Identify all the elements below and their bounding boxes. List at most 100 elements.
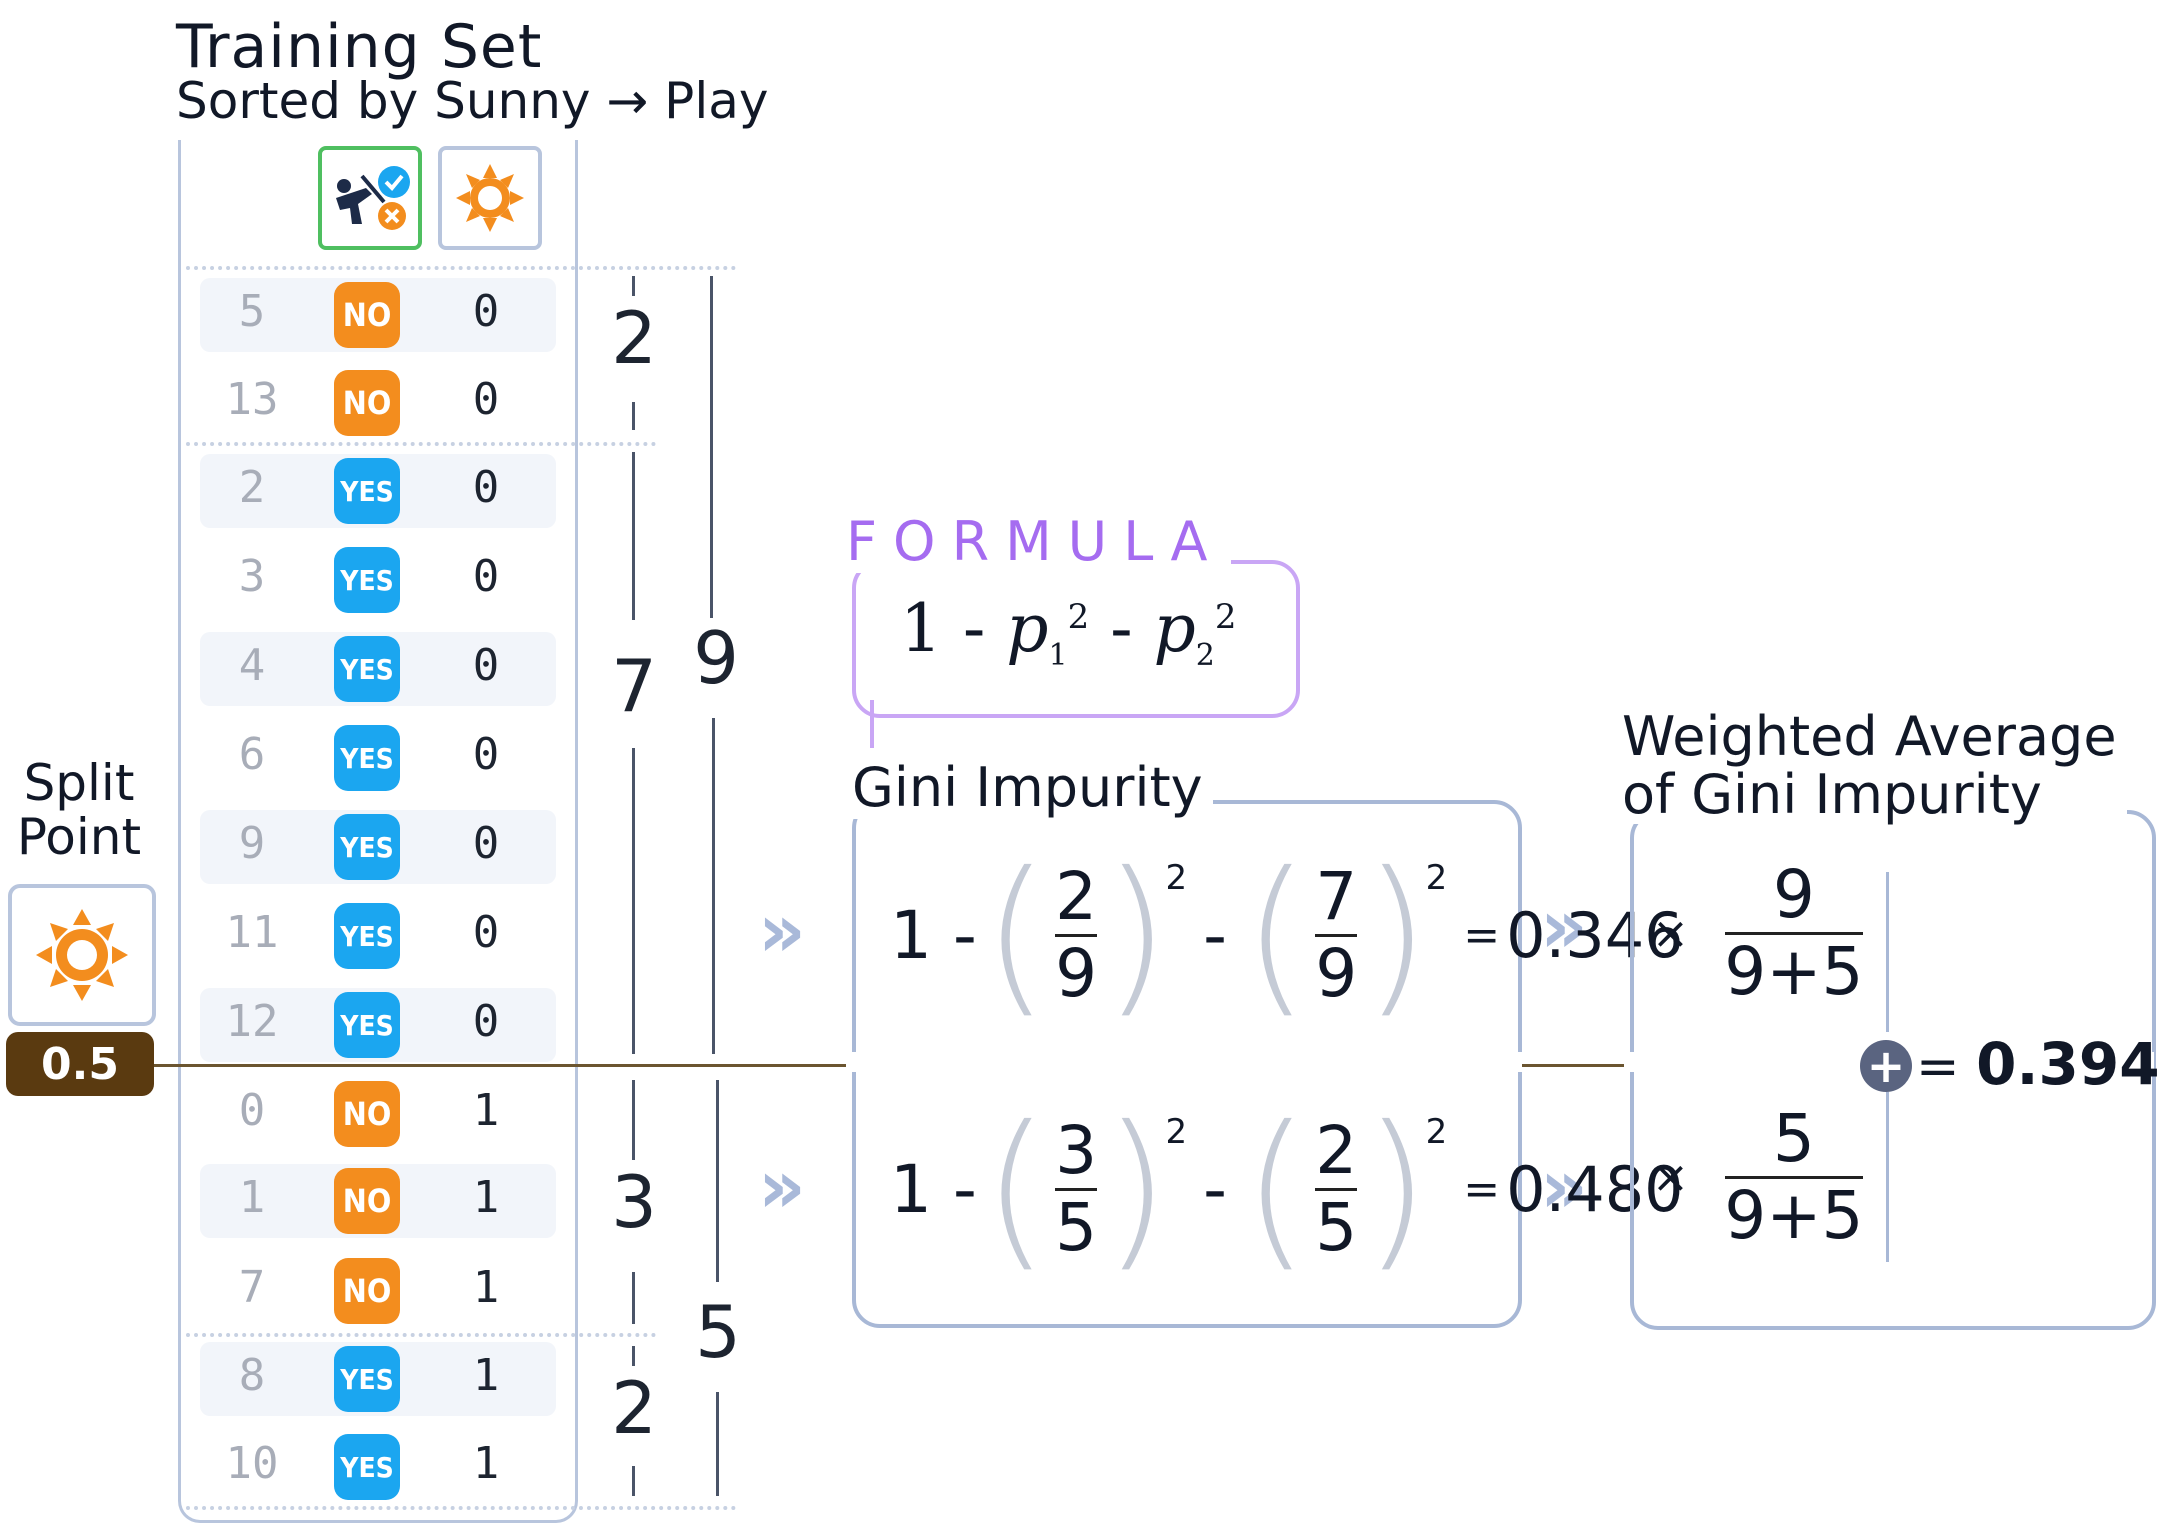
gini-top-result: 0.346 xyxy=(1506,898,1684,972)
sunny-value: 1 xyxy=(472,1085,500,1136)
gini-box-gap xyxy=(846,1052,1522,1072)
exponent: 2 xyxy=(1165,1112,1188,1152)
sunny-value: 0 xyxy=(472,374,500,425)
paren-close: ) xyxy=(1103,1090,1170,1288)
count-top-yes: 7 xyxy=(611,644,657,728)
exponent: 2 xyxy=(1165,858,1188,898)
play-badge: NO xyxy=(334,1258,400,1324)
sun-icon xyxy=(36,909,128,1001)
fraction-bar xyxy=(1724,1176,1863,1179)
bracket-line xyxy=(716,1080,719,1282)
play-badge: YES xyxy=(334,1346,400,1412)
numerator: 2 xyxy=(1055,857,1098,935)
weighted-top-term: × 9 9+5 xyxy=(1652,856,1864,1010)
diagram-title: Training Set xyxy=(176,12,543,82)
sunny-value: 0 xyxy=(472,462,500,513)
denominator: 9+5 xyxy=(1724,933,1864,1010)
paren-open: ( xyxy=(1242,836,1310,1034)
count-bottom-yes: 2 xyxy=(611,1366,657,1450)
split-sun-box xyxy=(8,884,156,1026)
equals: = xyxy=(1916,1037,1960,1097)
diagram-subtitle: Sorted by Sunny → Play xyxy=(176,72,769,130)
sunny-value: 1 xyxy=(472,1172,500,1223)
split-point-label: Split Point xyxy=(14,756,144,864)
weighted-result: = 0.394 xyxy=(1916,1030,2160,1098)
play-badge: NO xyxy=(334,1168,400,1234)
sum-bracket-line xyxy=(1886,1092,1889,1262)
formula-label: FORMULA xyxy=(846,510,1232,573)
denominator: 9 xyxy=(1315,934,1358,1012)
bracket-line xyxy=(710,276,713,618)
training-set-table xyxy=(178,140,578,1523)
formula-sup2: 2 xyxy=(1214,597,1237,637)
row-index: 4 xyxy=(238,640,266,691)
bracket-line xyxy=(632,748,635,1054)
row-index: 0 xyxy=(238,1085,266,1136)
denominator: 9 xyxy=(1055,934,1098,1012)
play-badge: YES xyxy=(334,814,400,880)
row-index: 5 xyxy=(238,286,266,337)
paren-open: ( xyxy=(982,836,1050,1034)
separator-top xyxy=(186,266,736,270)
count-bottom-no: 3 xyxy=(611,1160,657,1244)
sunny-column-header xyxy=(438,146,542,250)
numerator: 9 xyxy=(1772,856,1815,933)
formula-sub1: 1 xyxy=(1048,638,1068,674)
chevron-icon: » xyxy=(758,1144,806,1230)
sunny-value: 1 xyxy=(472,1350,500,1401)
sunny-value: 1 xyxy=(472,1262,500,1313)
gini-top-equation: 1 - ( 2 9 ) 2 - ( 7 9 ) 2 = 0.346 xyxy=(890,840,1684,1030)
sunny-value: 0 xyxy=(472,729,500,780)
sum-bracket-line xyxy=(1886,872,1889,1032)
gini-bottom-result: 0.480 xyxy=(1506,1152,1684,1226)
play-badge: NO xyxy=(334,370,400,436)
play-badge: YES xyxy=(334,1434,400,1500)
golf-play-icon xyxy=(336,166,410,230)
weighted-bottom-frac: 5 9+5 xyxy=(1724,1100,1863,1253)
row-index: 12 xyxy=(225,996,279,1047)
formula-expression: 1 - p12 - p22 xyxy=(900,590,1237,673)
numerator: 2 xyxy=(1315,1111,1358,1189)
row-index: 8 xyxy=(238,1350,266,1401)
sun-icon xyxy=(456,164,524,232)
weighted-label-line2: of Gini Impurity xyxy=(1622,763,2042,826)
fraction-bar xyxy=(1055,933,1098,937)
gini-bottom-equation: 1 - ( 3 5 ) 2 - ( 2 5 ) 2 = 0.480 xyxy=(890,1094,1684,1284)
gini-bottom-frac2: 2 5 xyxy=(1315,1111,1358,1265)
sunny-value: 0 xyxy=(472,286,500,337)
numerator: 5 xyxy=(1772,1100,1815,1177)
play-badge: YES xyxy=(334,547,400,613)
weighted-top-frac: 9 9+5 xyxy=(1724,856,1864,1010)
paren-open: ( xyxy=(982,1090,1050,1288)
separator-no-yes xyxy=(186,442,656,446)
fraction-bar xyxy=(1315,933,1358,937)
sunny-value: 0 xyxy=(472,818,500,869)
play-badge: YES xyxy=(334,725,400,791)
exponent: 2 xyxy=(1425,858,1448,898)
play-badge: YES xyxy=(334,636,400,702)
split-value-tag: 0.5 xyxy=(6,1032,154,1096)
sunny-value: 0 xyxy=(472,551,500,602)
minus: - xyxy=(1203,896,1227,974)
sunny-value: 0 xyxy=(472,640,500,691)
equals: = xyxy=(1463,1163,1501,1215)
play-column-header xyxy=(318,146,422,250)
split-label-line1: Split xyxy=(23,754,135,812)
row-index: 10 xyxy=(225,1438,279,1489)
bracket-line xyxy=(632,1272,635,1324)
play-badge: NO xyxy=(334,282,400,348)
times: × xyxy=(1652,908,1689,959)
numerator: 7 xyxy=(1315,857,1358,935)
bracket-line xyxy=(632,402,635,430)
weighted-bottom-term: × 5 9+5 xyxy=(1652,1100,1864,1253)
denominator: 5 xyxy=(1055,1188,1098,1266)
formula-p1: p xyxy=(1006,590,1049,667)
gini-label: Gini Impurity xyxy=(842,756,1213,819)
split-label-line2: Point xyxy=(16,808,142,866)
plus-icon: + xyxy=(1860,1040,1912,1092)
gini-top-frac1: 2 9 xyxy=(1055,857,1098,1012)
bracket-line xyxy=(632,1346,635,1366)
row-index: 11 xyxy=(225,907,279,958)
formula-p2: p xyxy=(1153,590,1196,667)
row-index: 9 xyxy=(238,818,266,869)
